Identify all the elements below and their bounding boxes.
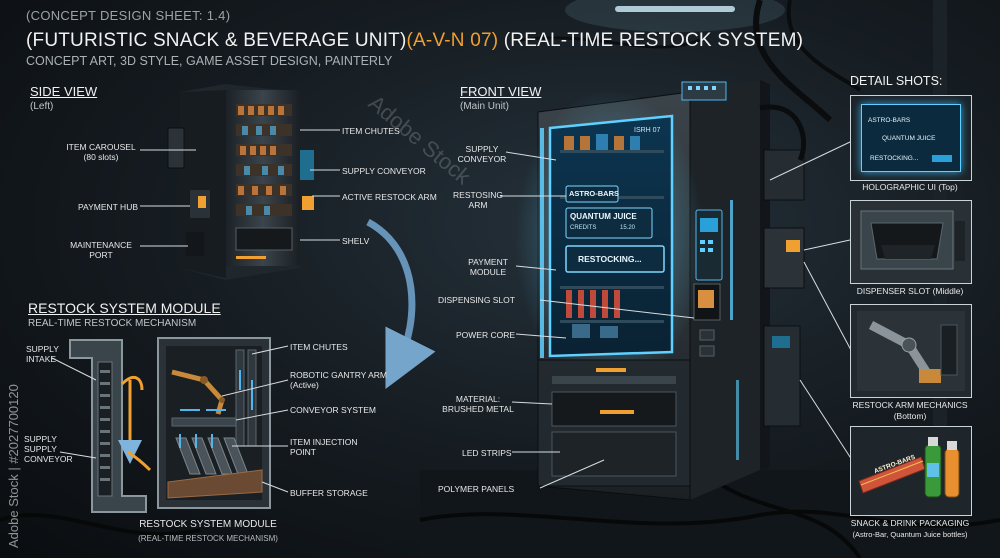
holo-restocking: RESTOCKING... — [870, 155, 919, 162]
label-subtext: MODULE — [469, 267, 507, 277]
packaging-drawing — [858, 437, 960, 498]
front-view-subtitle: (Main Unit) — [460, 101, 509, 112]
label-text: ITEM INJECTION — [290, 437, 358, 447]
label-dispensing-slot: DISPENSING SLOT — [438, 295, 515, 305]
sheet-number: (CONCEPT DESIGN SHEET: 1.4) — [26, 8, 231, 23]
page-subtitle: CONCEPT ART, 3D STYLE, GAME ASSET DESIGN… — [26, 54, 393, 68]
restock-module-title: RESTOCK SYSTEM MODULE — [28, 300, 221, 316]
label-text: MAINTENANCE — [70, 240, 132, 250]
label-subtext: (Active) — [290, 380, 319, 390]
label-power-core: POWER CORE — [456, 330, 516, 340]
caption-holographic-ui: HOLOGRAPHIC UI (Top) — [862, 182, 958, 192]
label-text: ITEM CAROUSEL — [66, 142, 136, 152]
holo-quantum-juice: QUANTUM JUICE — [882, 135, 936, 142]
detail-dispenser-slot — [850, 200, 972, 284]
label-text: SUPPLY — [24, 434, 57, 444]
label-text-2: SUPPLY — [24, 444, 57, 454]
label-subtext: BRUSHED METAL — [442, 404, 514, 414]
label-module-item-chutes: ITEM CHUTES — [290, 342, 348, 352]
label-text: SUPPLY — [465, 144, 499, 154]
caption-packaging-sub: (Astro-Bar, Quantum Juice bottles) — [852, 530, 968, 539]
label-item-chutes: ITEM CHUTES — [342, 126, 400, 136]
label-polymer-panels: POLYMER PANELS — [438, 484, 515, 494]
watermark-side: Adobe Stock | #2027700120 — [6, 384, 21, 548]
detail-holographic-ui: ASTRO-BARS QUANTUM JUICE RESTOCKING... — [850, 95, 972, 181]
label-subtext: POINT — [290, 447, 316, 457]
detail-packaging: ASTRO-BARS — [850, 426, 972, 516]
holo-button-icon — [932, 155, 952, 162]
label-text: MATERIAL: — [455, 394, 501, 404]
restock-arm-drawing — [857, 311, 965, 391]
restock-module-subtitle: REAL-TIME RESTOCK MECHANISM — [28, 318, 197, 329]
label-material: MATERIAL:BRUSHED METAL — [442, 394, 514, 414]
label-item-carousel: ITEM CAROUSEL(80 slots) — [60, 142, 142, 162]
label-robotic-gantry-arm: ROBOTIC GANTRY ARM(Active) — [290, 370, 387, 390]
label-led-strips: LED STRIPS — [462, 448, 512, 458]
dispenser-slot-drawing — [860, 210, 965, 270]
label-payment-hub: PAYMENT HUB — [78, 202, 138, 212]
screen-price: 15.20 — [620, 225, 636, 231]
caption-packaging: SNACK & DRINK PACKAGING — [850, 518, 970, 528]
restock-module-caption-sub: (REAL-TIME RESTOCK MECHANISM) — [138, 534, 278, 543]
label-supply-conveyor: SUPPLY CONVEYOR — [342, 166, 426, 176]
title-main: (FUTURISTIC SNACK & BEVERAGE UNIT) — [26, 30, 407, 51]
caption-restock-arm: RESTOCK ARM MECHANICS — [852, 400, 968, 410]
detail-restock-arm — [850, 304, 972, 398]
screen-credits-label: CREDITS — [570, 225, 597, 231]
label-text: RESTOSING — [453, 190, 503, 200]
side-view-title: SIDE VIEW — [30, 84, 98, 99]
label-shelv: SHELV — [342, 236, 370, 246]
page-title: (FUTURISTIC SNACK & BEVERAGE UNIT)(A-V-N… — [26, 30, 803, 52]
label-conveyor-system: CONVEYOR SYSTEM — [290, 405, 376, 415]
label-subtext: INTAKE — [26, 354, 57, 364]
caption-restock-arm-sub: (Bottom) — [893, 411, 927, 421]
label-subtext: CONVEYOR — [24, 454, 73, 464]
caption-dispenser-slot: DISPENSER SLOT (Middle) — [856, 286, 964, 296]
screen-quantum-juice: QUANTUM JUICE — [570, 212, 637, 221]
label-text: SUPPLY — [26, 344, 59, 354]
title-system: (REAL-TIME RESTOCK SYSTEM) — [498, 30, 804, 51]
label-subtext: PORT — [89, 250, 113, 260]
label-text: PAYMENT — [468, 257, 508, 267]
label-subtext: ARM — [468, 200, 488, 210]
label-buffer-storage: BUFFER STORAGE — [290, 488, 368, 498]
label-subtext: CONVEYOR — [457, 154, 507, 164]
title-model: (A-V-N 07) — [406, 30, 499, 51]
front-view-title: FRONT VIEW — [460, 84, 542, 99]
detail-shots-title: DETAIL SHOTS: — [850, 74, 943, 88]
restock-module-caption: RESTOCK SYSTEM MODULE — [139, 519, 277, 530]
holo-astro-bars: ASTRO-BARS — [868, 117, 911, 124]
label-text: ROBOTIC GANTRY ARM — [290, 370, 387, 380]
label-subtext: (80 slots) — [83, 152, 119, 162]
screen-unit-id: ISRH 07 — [634, 127, 661, 134]
side-view-subtitle: (Left) — [30, 101, 54, 112]
screen-restocking-status: RESTOCKING... — [578, 254, 642, 264]
label-active-restock-arm: ACTIVE RESTOCK ARM — [342, 192, 437, 202]
screen-astro-bars: ASTRO-BARS — [569, 189, 619, 198]
holo-screen: ASTRO-BARS QUANTUM JUICE RESTOCKING... — [861, 104, 961, 172]
